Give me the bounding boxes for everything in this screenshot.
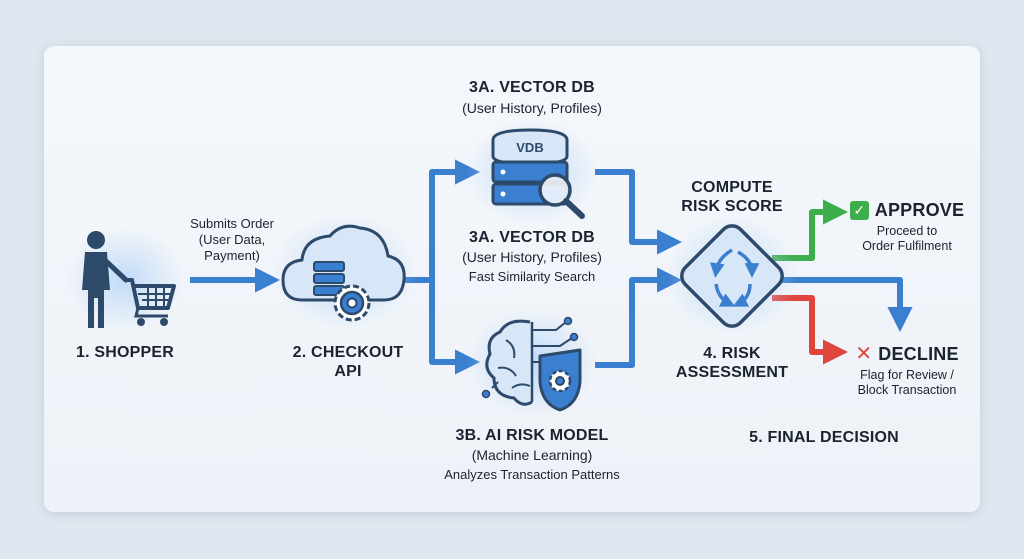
approve-detail-2: Order Fulfilment <box>862 239 952 253</box>
ai-model-title: 3B. AI RISK MODEL <box>455 427 609 444</box>
approve-detail-1: Proceed to <box>876 224 938 238</box>
decline-label: DECLINE <box>878 344 959 364</box>
shopper-label: 1. SHOPPER <box>75 344 175 361</box>
checkout-cloud-icon <box>273 214 417 330</box>
compute-line-2: RISK SCORE <box>681 198 783 215</box>
submit-edge-label: Submits Order (User Data, Payment) <box>172 216 292 264</box>
compute-line-1: COMPUTE <box>691 179 773 196</box>
assessment-line-1: 4. RISK <box>703 345 761 362</box>
arrow-assessment-right <box>778 277 913 333</box>
checkmark-icon: ✓ <box>849 200 869 220</box>
vector-db-caption-title: 3A. VECTOR DB <box>469 229 595 246</box>
vector-db-header: 3A. VECTOR DB (User History, Profiles) <box>440 78 624 117</box>
checkout-line-1: 2. CHECKOUT <box>292 344 404 361</box>
submit-edge-line-1: Submits Order <box>190 216 274 231</box>
vector-db-caption-detail: Fast Similarity Search <box>468 269 596 284</box>
arrow-checkout-split <box>405 159 481 375</box>
checkout-line-2: API <box>334 363 362 380</box>
compute-risk-label: COMPUTE RISK SCORE <box>672 178 792 216</box>
assessment-line-2: ASSESSMENT <box>675 364 789 381</box>
checkout-label: 2. CHECKOUT API <box>278 343 418 381</box>
ai-model-subtitle: (Machine Learning) <box>471 447 593 463</box>
decline-outcome: ✕ DECLINE Flag for Review / Block Transa… <box>840 344 974 398</box>
submit-edge-line-2: (User Data, <box>198 232 266 247</box>
cross-icon: ✕ <box>855 343 873 365</box>
arrow-vector-to-assessment <box>595 169 683 255</box>
submit-edge-line-3: Payment) <box>204 248 260 263</box>
shopper-icon <box>67 228 183 332</box>
vector-db-caption: 3A. VECTOR DB (User History, Profiles) F… <box>440 228 624 285</box>
arrow-ai-to-assessment <box>595 267 683 368</box>
ai-model-detail: Analyzes Transaction Patterns <box>444 467 620 482</box>
approve-outcome: ✓ APPROVE Proceed to Order Fulfilment <box>842 200 972 254</box>
risk-assessment-label: 4. RISK ASSESSMENT <box>672 344 792 382</box>
decline-detail-1: Flag for Review / <box>860 368 954 382</box>
decline-detail-2: Block Transaction <box>857 383 957 397</box>
vector-db-header-title: 3A. VECTOR DB <box>469 79 595 96</box>
approve-label: APPROVE <box>874 200 965 220</box>
vdb-icon-label: VDB <box>516 140 543 155</box>
ai-model-caption: 3B. AI RISK MODEL (Machine Learning) Ana… <box>424 426 640 483</box>
vector-db-icon: VDB <box>466 120 598 224</box>
vector-db-caption-subtitle: (User History, Profiles) <box>462 249 602 265</box>
ai-brain-shield-icon <box>466 308 598 416</box>
vector-db-header-subtitle: (User History, Profiles) <box>462 100 602 116</box>
final-decision-label: 5. FINAL DECISION <box>749 429 899 446</box>
risk-assessment-diamond-icon <box>666 216 798 336</box>
